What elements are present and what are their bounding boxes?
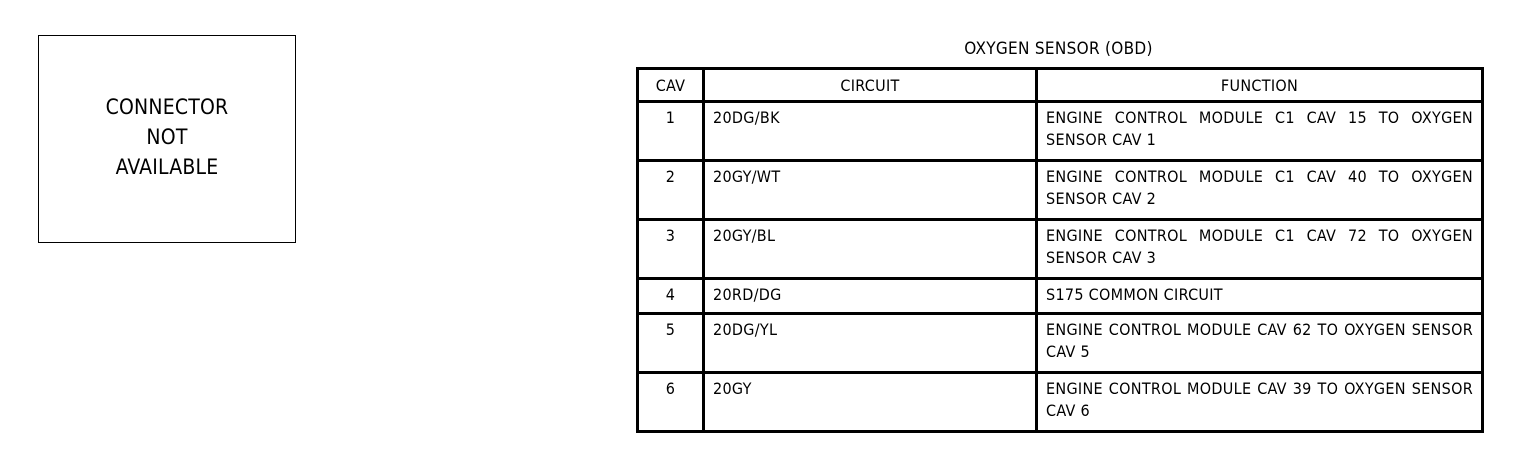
- header-function: FUNCTION: [1036, 68, 1483, 102]
- cell-circuit: 20RD/DG: [703, 278, 1038, 314]
- cell-cav: 5: [637, 313, 705, 373]
- cell-cav: 2: [637, 160, 705, 220]
- cell-function: ENGINE CONTROL MODULE CAV 62 TO OXYGEN S…: [1036, 313, 1483, 373]
- cell-circuit: 20GY/BL: [703, 219, 1038, 279]
- cell-function: ENGINE CONTROL MODULE C1 CAV 72 TO OXYGE…: [1036, 219, 1483, 279]
- header-circuit: CIRCUIT: [703, 68, 1038, 102]
- cell-function: ENGINE CONTROL MODULE C1 CAV 15 TO OXYGE…: [1036, 101, 1483, 161]
- cell-function: S175 COMMON CIRCUIT: [1036, 278, 1483, 314]
- table-row: 6 20GY ENGINE CONTROL MODULE CAV 39 TO O…: [637, 372, 1483, 432]
- table-title: OXYGEN SENSOR (OBD): [964, 39, 1153, 59]
- cell-circuit: 20DG/YL: [703, 313, 1038, 373]
- table-header-row: CAV CIRCUIT FUNCTION: [637, 68, 1483, 102]
- cell-circuit: 20GY/WT: [703, 160, 1038, 220]
- table-row: 1 20DG/BK ENGINE CONTROL MODULE C1 CAV 1…: [637, 101, 1483, 161]
- cell-function: ENGINE CONTROL MODULE C1 CAV 40 TO OXYGE…: [1036, 160, 1483, 220]
- cell-cav: 1: [637, 101, 705, 161]
- table-row: 3 20GY/BL ENGINE CONTROL MODULE C1 CAV 7…: [637, 219, 1483, 279]
- connector-not-available-label: CONNECTOR NOT AVAILABLE: [106, 92, 229, 182]
- cell-cav: 6: [637, 372, 705, 432]
- cell-cav: 4: [637, 278, 705, 314]
- table-row: 2 20GY/WT ENGINE CONTROL MODULE C1 CAV 4…: [637, 160, 1483, 220]
- connector-pinout-table: CAV CIRCUIT FUNCTION 1 20DG/BK ENGINE CO…: [636, 67, 1484, 433]
- table-row: 4 20RD/DG S175 COMMON CIRCUIT: [637, 278, 1483, 314]
- connector-label-line: CONNECTOR: [105, 95, 229, 119]
- header-cav: CAV: [637, 68, 705, 102]
- connector-label-line: AVAILABLE: [115, 155, 219, 179]
- cell-function: ENGINE CONTROL MODULE CAV 39 TO OXYGEN S…: [1036, 372, 1483, 432]
- table-row: 5 20DG/YL ENGINE CONTROL MODULE CAV 62 T…: [637, 313, 1483, 373]
- connector-label-line: NOT: [146, 125, 188, 149]
- connector-placeholder-box: CONNECTOR NOT AVAILABLE: [38, 35, 296, 243]
- cell-circuit: 20DG/BK: [703, 101, 1038, 161]
- cell-circuit: 20GY: [703, 372, 1038, 432]
- cell-cav: 3: [637, 219, 705, 279]
